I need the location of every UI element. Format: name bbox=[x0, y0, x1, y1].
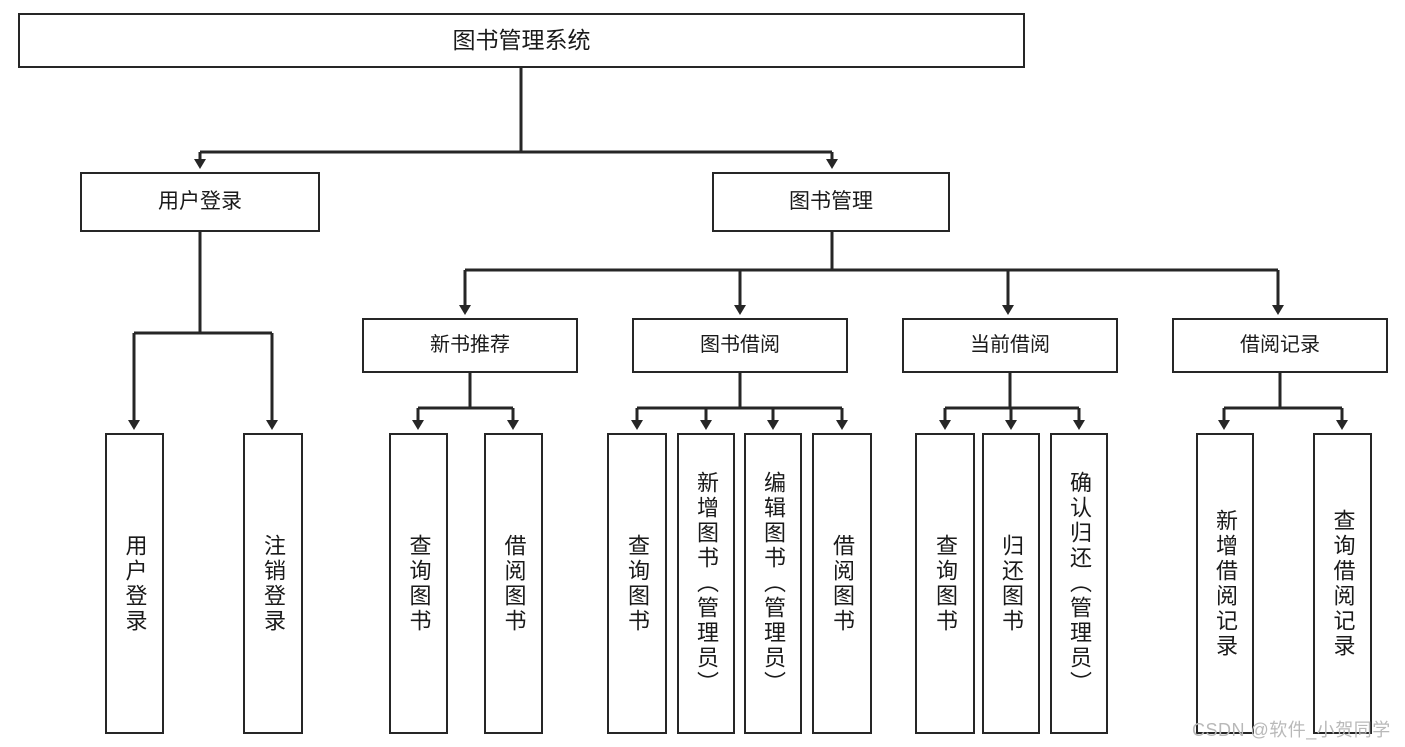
leaf-recommend-borrow-book[interactable]: 借阅图书 bbox=[484, 433, 543, 734]
node-label: 查询图书 bbox=[625, 533, 650, 634]
node-label: 注销登录 bbox=[261, 533, 286, 634]
node-label: 编辑图书（管理员） bbox=[761, 471, 786, 696]
node-label: 确认归还（管理员） bbox=[1067, 471, 1092, 696]
node-root-system[interactable]: 图书管理系统 bbox=[18, 13, 1025, 68]
node-label: 用户登录 bbox=[122, 533, 148, 634]
node-label: 图书借阅 bbox=[700, 333, 780, 356]
node-label: 借阅图书 bbox=[501, 533, 527, 634]
leaf-borrow-edit-book-admin[interactable]: 编辑图书（管理员） bbox=[744, 433, 802, 734]
leaf-recommend-query-book[interactable]: 查询图书 bbox=[389, 433, 448, 734]
leaf-current-confirm-return-admin[interactable]: 确认归还（管理员） bbox=[1050, 433, 1108, 734]
node-label: 查询图书 bbox=[406, 533, 432, 634]
node-user-login[interactable]: 用户登录 bbox=[80, 172, 320, 232]
node-label: 归还图书 bbox=[999, 533, 1024, 634]
watermark: CSDN @软件_小贺同学 bbox=[1192, 720, 1391, 740]
leaf-user-logout[interactable]: 注销登录 bbox=[243, 433, 303, 734]
node-label: 查询借阅记录 bbox=[1330, 508, 1356, 659]
leaf-user-login[interactable]: 用户登录 bbox=[105, 433, 164, 734]
node-book-management[interactable]: 图书管理 bbox=[712, 172, 950, 232]
leaf-borrow-add-book-admin[interactable]: 新增图书（管理员） bbox=[677, 433, 735, 734]
leaf-borrow-borrow-book[interactable]: 借阅图书 bbox=[812, 433, 872, 734]
node-borrow-record[interactable]: 借阅记录 bbox=[1172, 318, 1388, 373]
node-label: 图书管理 bbox=[789, 189, 873, 213]
node-label: 借阅记录 bbox=[1240, 333, 1320, 356]
node-label: 新增借阅记录 bbox=[1213, 508, 1238, 659]
node-book-borrow[interactable]: 图书借阅 bbox=[632, 318, 848, 373]
node-new-book-recommend[interactable]: 新书推荐 bbox=[362, 318, 578, 373]
leaf-record-query-borrow-record[interactable]: 查询借阅记录 bbox=[1313, 433, 1372, 734]
node-current-borrow[interactable]: 当前借阅 bbox=[902, 318, 1118, 373]
leaf-current-return-book[interactable]: 归还图书 bbox=[982, 433, 1040, 734]
node-label: 查询图书 bbox=[933, 533, 958, 634]
node-label: 新增图书（管理员） bbox=[694, 471, 719, 696]
node-label: 借阅图书 bbox=[830, 533, 855, 634]
leaf-borrow-query-book[interactable]: 查询图书 bbox=[607, 433, 667, 734]
node-label: 新书推荐 bbox=[430, 333, 510, 356]
node-label: 当前借阅 bbox=[970, 333, 1050, 356]
leaf-record-add-borrow-record[interactable]: 新增借阅记录 bbox=[1196, 433, 1254, 734]
leaf-current-query-book[interactable]: 查询图书 bbox=[915, 433, 975, 734]
node-label: 用户登录 bbox=[158, 189, 242, 213]
node-label: 图书管理系统 bbox=[452, 26, 591, 53]
